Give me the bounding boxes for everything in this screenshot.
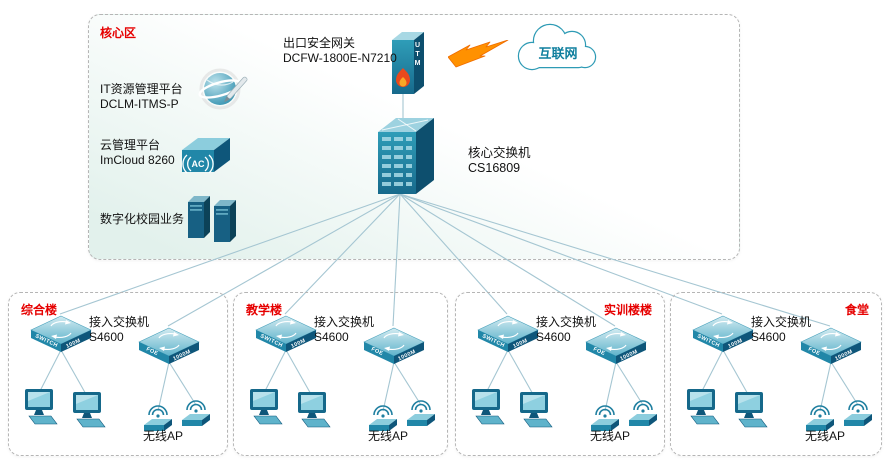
utm-text: UTM (414, 42, 421, 69)
access-switch-100m-icon (29, 315, 93, 359)
access-switch-name: 接入交换机 (89, 315, 150, 329)
core-switch-name: 核心交换机 (468, 146, 531, 160)
gateway-name: 出口安全网关 (283, 36, 356, 50)
building-wires (263, 349, 422, 412)
access-switch-100m-icon (691, 315, 755, 359)
computer-icon (518, 392, 558, 432)
ac-controller-icon: AC (182, 138, 230, 174)
computer-icon (733, 392, 773, 432)
access-switch-label: 接入交换机 S4600 (536, 315, 596, 345)
it-platform-model: DCLM-ITMS-P (100, 97, 179, 111)
core-area-label: 核心区 (100, 26, 137, 40)
campus-servers-icon (188, 196, 236, 242)
building-wires (38, 349, 197, 412)
access-switch-label: 接入交换机 S4600 (751, 315, 811, 345)
computer-icon (23, 389, 63, 429)
gateway-label: 出口安全网关 DCFW-1800E-N7210 (283, 36, 397, 66)
access-switch-name: 接入交换机 (536, 315, 597, 329)
lightning-bolt-icon (448, 40, 509, 68)
wireless-ap-label: 无线AP (368, 429, 409, 443)
wireless-ap-label: 无线AP (590, 429, 631, 443)
access-switch-model: S4600 (751, 330, 786, 344)
wireless-ap-icon (404, 400, 438, 430)
it-platform-label: IT资源管理平台 DCLM-ITMS-P (100, 82, 183, 112)
it-platform-name: IT资源管理平台 (100, 82, 183, 96)
access-switch-model: S4600 (536, 330, 571, 344)
it-platform-globe-icon (198, 68, 248, 110)
building-shitang: 食堂 接入交换机 S4600 无线AP (670, 292, 882, 456)
core-switch-label: 核心交换机 CS16809 (468, 146, 531, 176)
building-zonghelou: 综合楼 接入交换机 S4600 无线AP (8, 292, 228, 456)
utm-gateway-icon (392, 32, 424, 94)
building-jiaoxuelou: 教学楼 接入交换机 S4600 无线AP (233, 292, 448, 456)
access-switch-label: 接入交换机 S4600 (89, 315, 149, 345)
cloud-platform-model: ImCloud 8260 (100, 153, 175, 167)
wireless-ap-icon (841, 400, 875, 430)
access-switch-100m-icon (476, 315, 540, 359)
computer-icon (248, 389, 288, 429)
wireless-ap-icon (626, 400, 660, 430)
campus-service-label: 数字化校园业务 (100, 212, 185, 226)
core-switch-model: CS16809 (468, 161, 521, 175)
building-label: 实训楼楼 (603, 303, 652, 317)
internet-cloud-icon: 互联网 (517, 23, 597, 71)
internet-text: 互联网 (538, 46, 577, 61)
building-label: 教学楼 (246, 303, 283, 317)
cloud-platform-name: 云管理平台 (100, 138, 161, 152)
building-shixunlou: 实训楼楼 接入交换机 S4600 无线AP (455, 292, 665, 456)
ac-text: AC (192, 159, 205, 169)
building-label: 综合楼 (21, 303, 58, 317)
computer-icon (296, 392, 336, 432)
building-wires (485, 349, 644, 412)
access-switch-name: 接入交换机 (751, 315, 812, 329)
cloud-platform-label: 云管理平台 ImCloud 8260 (100, 138, 175, 168)
building-wires (700, 349, 859, 412)
core-switch-icon (378, 118, 434, 194)
gateway-model: DCFW-1800E-N7210 (283, 51, 397, 65)
access-switch-100m-icon (254, 315, 318, 359)
access-switch-label: 接入交换机 S4600 (314, 315, 374, 345)
wireless-ap-icon (179, 400, 213, 430)
computer-icon (470, 389, 510, 429)
access-switch-model: S4600 (89, 330, 124, 344)
computer-icon (71, 392, 111, 432)
access-switch-name: 接入交换机 (314, 315, 375, 329)
wireless-ap-label: 无线AP (805, 429, 846, 443)
building-label: 食堂 (844, 303, 869, 317)
computer-icon (685, 389, 725, 429)
access-switch-model: S4600 (314, 330, 349, 344)
wireless-ap-label: 无线AP (143, 429, 184, 443)
